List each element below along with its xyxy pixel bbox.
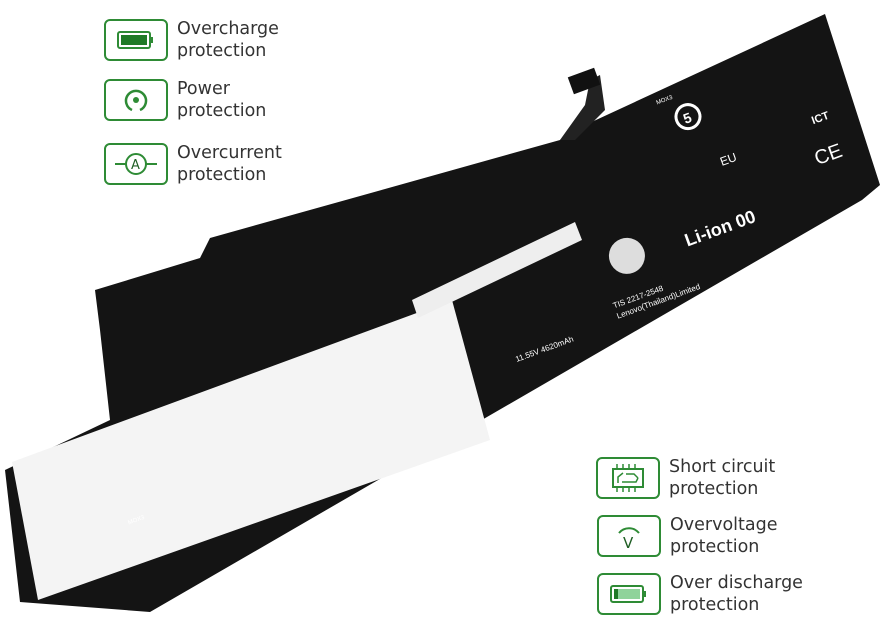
- barcode-strip: [412, 222, 582, 318]
- voltmeter-icon: V: [597, 515, 661, 557]
- connector-label-left: MOX3: [127, 515, 146, 527]
- feature-title: Overvoltage: [670, 515, 778, 535]
- ammeter-icon: A: [104, 143, 168, 185]
- circuit-board-icon: [596, 457, 660, 499]
- svg-text:A: A: [131, 158, 140, 173]
- low-battery-icon: [597, 573, 661, 615]
- feature-title: Power: [177, 79, 230, 99]
- ict-label: ICT: [810, 110, 831, 127]
- feature-title: Short circuit: [669, 457, 776, 477]
- power-circle-icon: [104, 79, 168, 121]
- recycle-5-icon: [674, 103, 702, 131]
- battery-cable: [560, 75, 605, 140]
- feature-subtitle: protection: [670, 537, 760, 557]
- cable-connector: [567, 67, 601, 95]
- full-battery-icon: [104, 19, 168, 61]
- eu-label: EU: [718, 150, 738, 169]
- svg-text:V: V: [623, 534, 634, 551]
- feature-subtitle: protection: [669, 479, 759, 499]
- feature-title: Overcurrent: [177, 143, 282, 163]
- connector-label-right: MOX3: [656, 95, 675, 107]
- warning-label: [12, 300, 490, 600]
- feature-title: Over discharge: [670, 573, 803, 593]
- feature-subtitle: protection: [177, 101, 267, 121]
- feature-title: Overcharge: [177, 19, 279, 39]
- recycle-seal-icon: [608, 237, 645, 274]
- feature-subtitle: protection: [177, 41, 267, 61]
- feature-subtitle: protection: [670, 595, 760, 615]
- feature-subtitle: protection: [177, 165, 267, 185]
